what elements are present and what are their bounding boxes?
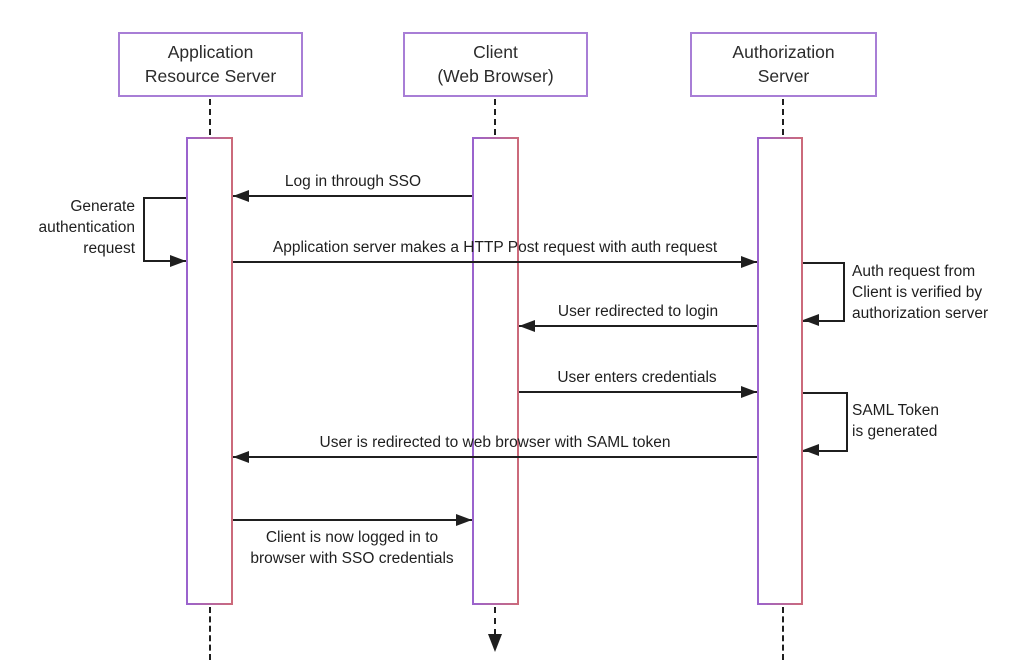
arrowhead-right-icon [741, 386, 757, 398]
arrow-redirect-with-saml-token [233, 456, 757, 458]
self-loop-generate-auth-request [143, 197, 186, 262]
label-line: Generate [70, 198, 135, 215]
arrow-user-enters-credentials [519, 391, 757, 393]
label-line: is generated [852, 423, 938, 440]
arrowhead-right-icon [456, 514, 472, 526]
lifeline-authorization-bottom [782, 607, 784, 660]
message-label-login-sso: Log in through SSO [284, 173, 422, 190]
arrowhead-right-icon [741, 256, 757, 268]
label-line: SAML Token [852, 402, 940, 419]
message-label-http-post-request: Application server makes a HTTP Post req… [272, 239, 718, 256]
lifeline-application-bottom [209, 607, 211, 660]
self-loop-saml-token-generated [803, 392, 848, 452]
participant-label-line: Application [167, 42, 254, 63]
arrowhead-left-icon [803, 444, 819, 456]
arrowhead-left-icon [233, 451, 249, 463]
self-loop-auth-request-verified [803, 262, 845, 322]
activation-bar-authorization [757, 137, 803, 605]
activation-bar-client [472, 137, 519, 605]
arrowhead-left-icon [233, 190, 249, 202]
participant-label-line: (Web Browser) [437, 65, 554, 86]
label-line: browser with SSO credentials [250, 550, 454, 567]
arrow-login-sso [233, 195, 472, 197]
message-label-client-logged-in: Client is now logged in to browser with … [250, 527, 453, 569]
arrow-user-redirected-login [519, 325, 757, 327]
label-line: authentication [38, 219, 135, 236]
message-label-auth-request-verified: Auth request from Client is verified by … [852, 261, 1024, 324]
label-line: Client is verified by [852, 284, 983, 301]
arrowhead-down-icon [488, 634, 502, 652]
label-line: authorization server [852, 305, 989, 322]
participant-label-line: Resource Server [144, 65, 277, 86]
message-label-user-enters-credentials: User enters credentials [557, 369, 717, 386]
activation-bar-application [186, 137, 233, 605]
participant-label-line: Authorization [732, 42, 835, 63]
arrowhead-left-icon [519, 320, 535, 332]
label-line: request [83, 240, 135, 257]
participant-label-line: Server [757, 65, 810, 86]
label-line: Auth request from [852, 263, 976, 280]
lifeline-application-top [209, 99, 211, 135]
arrow-client-logged-in [233, 519, 472, 521]
participant-label-line: Client [473, 42, 518, 63]
arrowhead-left-icon [803, 314, 819, 326]
lifeline-client-bottom [494, 607, 496, 635]
participant-client-web-browser: Client (Web Browser) [403, 32, 588, 97]
lifeline-authorization-top [782, 99, 784, 135]
message-label-user-redirected-login: User redirected to login [557, 303, 719, 320]
message-label-generate-auth-request: Generate authentication request [20, 196, 135, 259]
participant-application-resource-server: Application Resource Server [118, 32, 303, 97]
arrowhead-right-icon [170, 255, 186, 267]
message-label-saml-token-generated: SAML Token is generated [852, 400, 982, 442]
message-label-redirect-with-saml-token: User is redirected to web browser with S… [319, 434, 671, 451]
arrow-http-post-request [233, 261, 757, 263]
label-line: Client is now logged in to [265, 529, 439, 546]
lifeline-client-top [494, 99, 496, 135]
participant-authorization-server: Authorization Server [690, 32, 877, 97]
